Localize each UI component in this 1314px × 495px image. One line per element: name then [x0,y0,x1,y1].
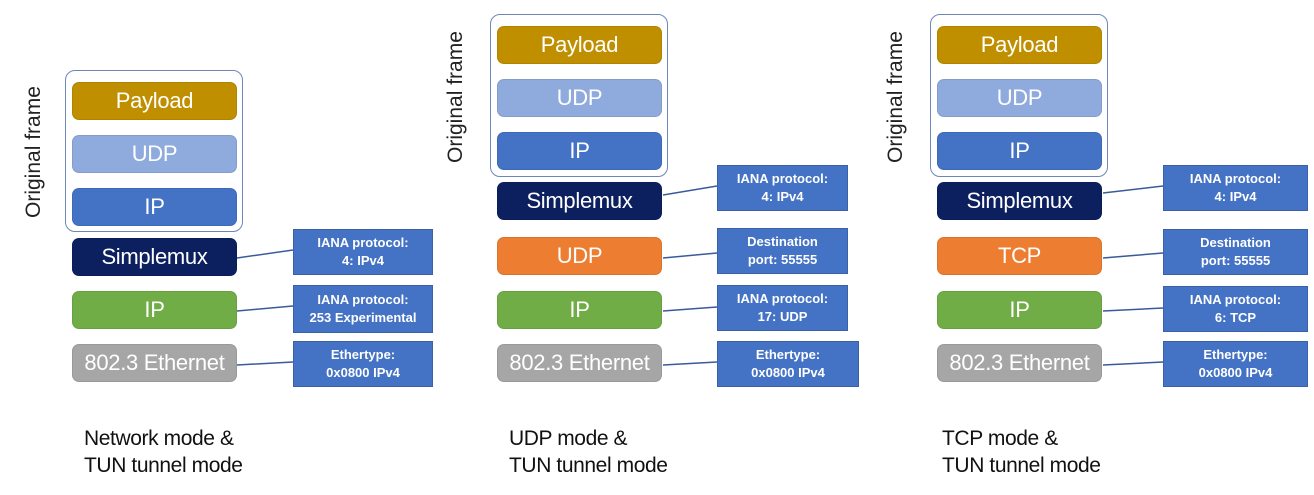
note-line: IANA protocol: [317,292,409,307]
note-line: 6: TCP [1214,310,1257,325]
note-line: 253 Experimental [309,310,417,325]
original-frame-label: Original frame [884,31,907,163]
note-line: 0x0800 IPv4 [1198,365,1273,380]
connector-line [236,361,294,366]
note-line: 4: IPv4 [1214,189,1257,204]
connector-line [236,249,294,259]
original-frame-bracket [930,14,1108,177]
ip-protocol-note: IANA protocol: 253 Experimental [293,285,433,333]
outer-ip-layer: IP [72,291,237,329]
inner-udp-layer: UDP [497,79,662,117]
caption-line: Network mode & [84,427,234,450]
connector-line [1102,307,1164,312]
outer-ip-layer: IP [937,291,1102,329]
note-line: 4: IPv4 [342,253,384,268]
transport-tcp-layer: TCP [937,237,1102,275]
ethernet-layer: 802.3 Ethernet [72,344,237,382]
inner-udp-layer: UDP [72,135,237,173]
note-line: 17: UDP [757,309,808,324]
diagram-caption: TCP mode & TUN tunnel mode [942,425,1101,479]
ethertype-note: Ethertype: 0x0800 IPv4 [293,341,433,387]
simplemux-layer: Simplemux [72,238,237,276]
inner-ip-layer: IP [72,188,237,226]
original-frame-label: Original frame [22,86,45,218]
ethernet-layer: 802.3 Ethernet [497,344,662,382]
caption-line: TUN tunnel mode [942,454,1101,477]
payload-layer: Payload [72,82,237,120]
destination-port-note: Destination port: 55555 [1163,229,1308,275]
caption-line: UDP mode & [509,427,628,450]
caption-line: TUN tunnel mode [84,454,243,477]
note-line: IANA protocol: [736,171,829,186]
ethernet-layer: 802.3 Ethernet [937,344,1102,382]
inner-ip-layer: IP [497,132,662,170]
caption-line: TCP mode & [942,427,1058,450]
simplemux-protocol-note: IANA protocol: 4: IPv4 [1163,165,1308,211]
note-line: Ethertype: [330,347,396,362]
destination-port-note: Destination port: 55555 [717,228,848,274]
connector-line [1102,185,1164,194]
note-line: Destination [747,234,818,249]
note-line: Ethertype: [1203,347,1268,362]
simplemux-protocol-note: IANA protocol: 4: IPv4 [293,229,433,275]
note-line: 4: IPv4 [761,189,804,204]
simplemux-protocol-note: IANA protocol: 4: IPv4 [717,165,848,211]
note-line: port: 55555 [1200,253,1271,268]
caption-line: TUN tunnel mode [509,454,668,477]
outer-ip-layer: IP [497,291,662,329]
simplemux-layer: Simplemux [937,182,1102,220]
note-line: Destination [1200,235,1271,250]
ethertype-note: Ethertype: 0x0800 IPv4 [717,341,859,387]
connector-line [662,252,718,259]
note-line: IANA protocol: [736,291,829,306]
simplemux-layer: Simplemux [497,182,662,220]
connector-line [662,185,718,196]
connector-line [662,361,718,366]
original-frame-bracket [490,14,668,177]
ethertype-note: Ethertype: 0x0800 IPv4 [1163,341,1308,387]
payload-layer: Payload [937,26,1102,64]
original-frame-label: Original frame [444,31,467,163]
connector-line [1102,252,1164,259]
ip-protocol-note: IANA protocol: 6: TCP [1163,286,1308,332]
connector-line [662,306,718,312]
inner-udp-layer: UDP [937,79,1102,117]
note-line: IANA protocol: [1189,171,1282,186]
original-frame-bracket [65,70,243,232]
inner-ip-layer: IP [937,132,1102,170]
note-line: IANA protocol: [317,235,409,250]
connector-line [1102,361,1164,366]
diagram-caption: UDP mode & TUN tunnel mode [509,425,668,479]
note-line: 0x0800 IPv4 [326,365,400,380]
note-line: 0x0800 IPv4 [751,365,825,380]
connector-line [236,305,294,312]
note-line: port: 55555 [747,252,818,267]
ip-protocol-note: IANA protocol: 17: UDP [717,285,848,331]
note-line: Ethertype: [755,347,821,362]
transport-udp-layer: UDP [497,237,662,275]
payload-layer: Payload [497,26,662,64]
note-line: IANA protocol: [1189,292,1282,307]
diagram-caption: Network mode & TUN tunnel mode [84,425,243,479]
